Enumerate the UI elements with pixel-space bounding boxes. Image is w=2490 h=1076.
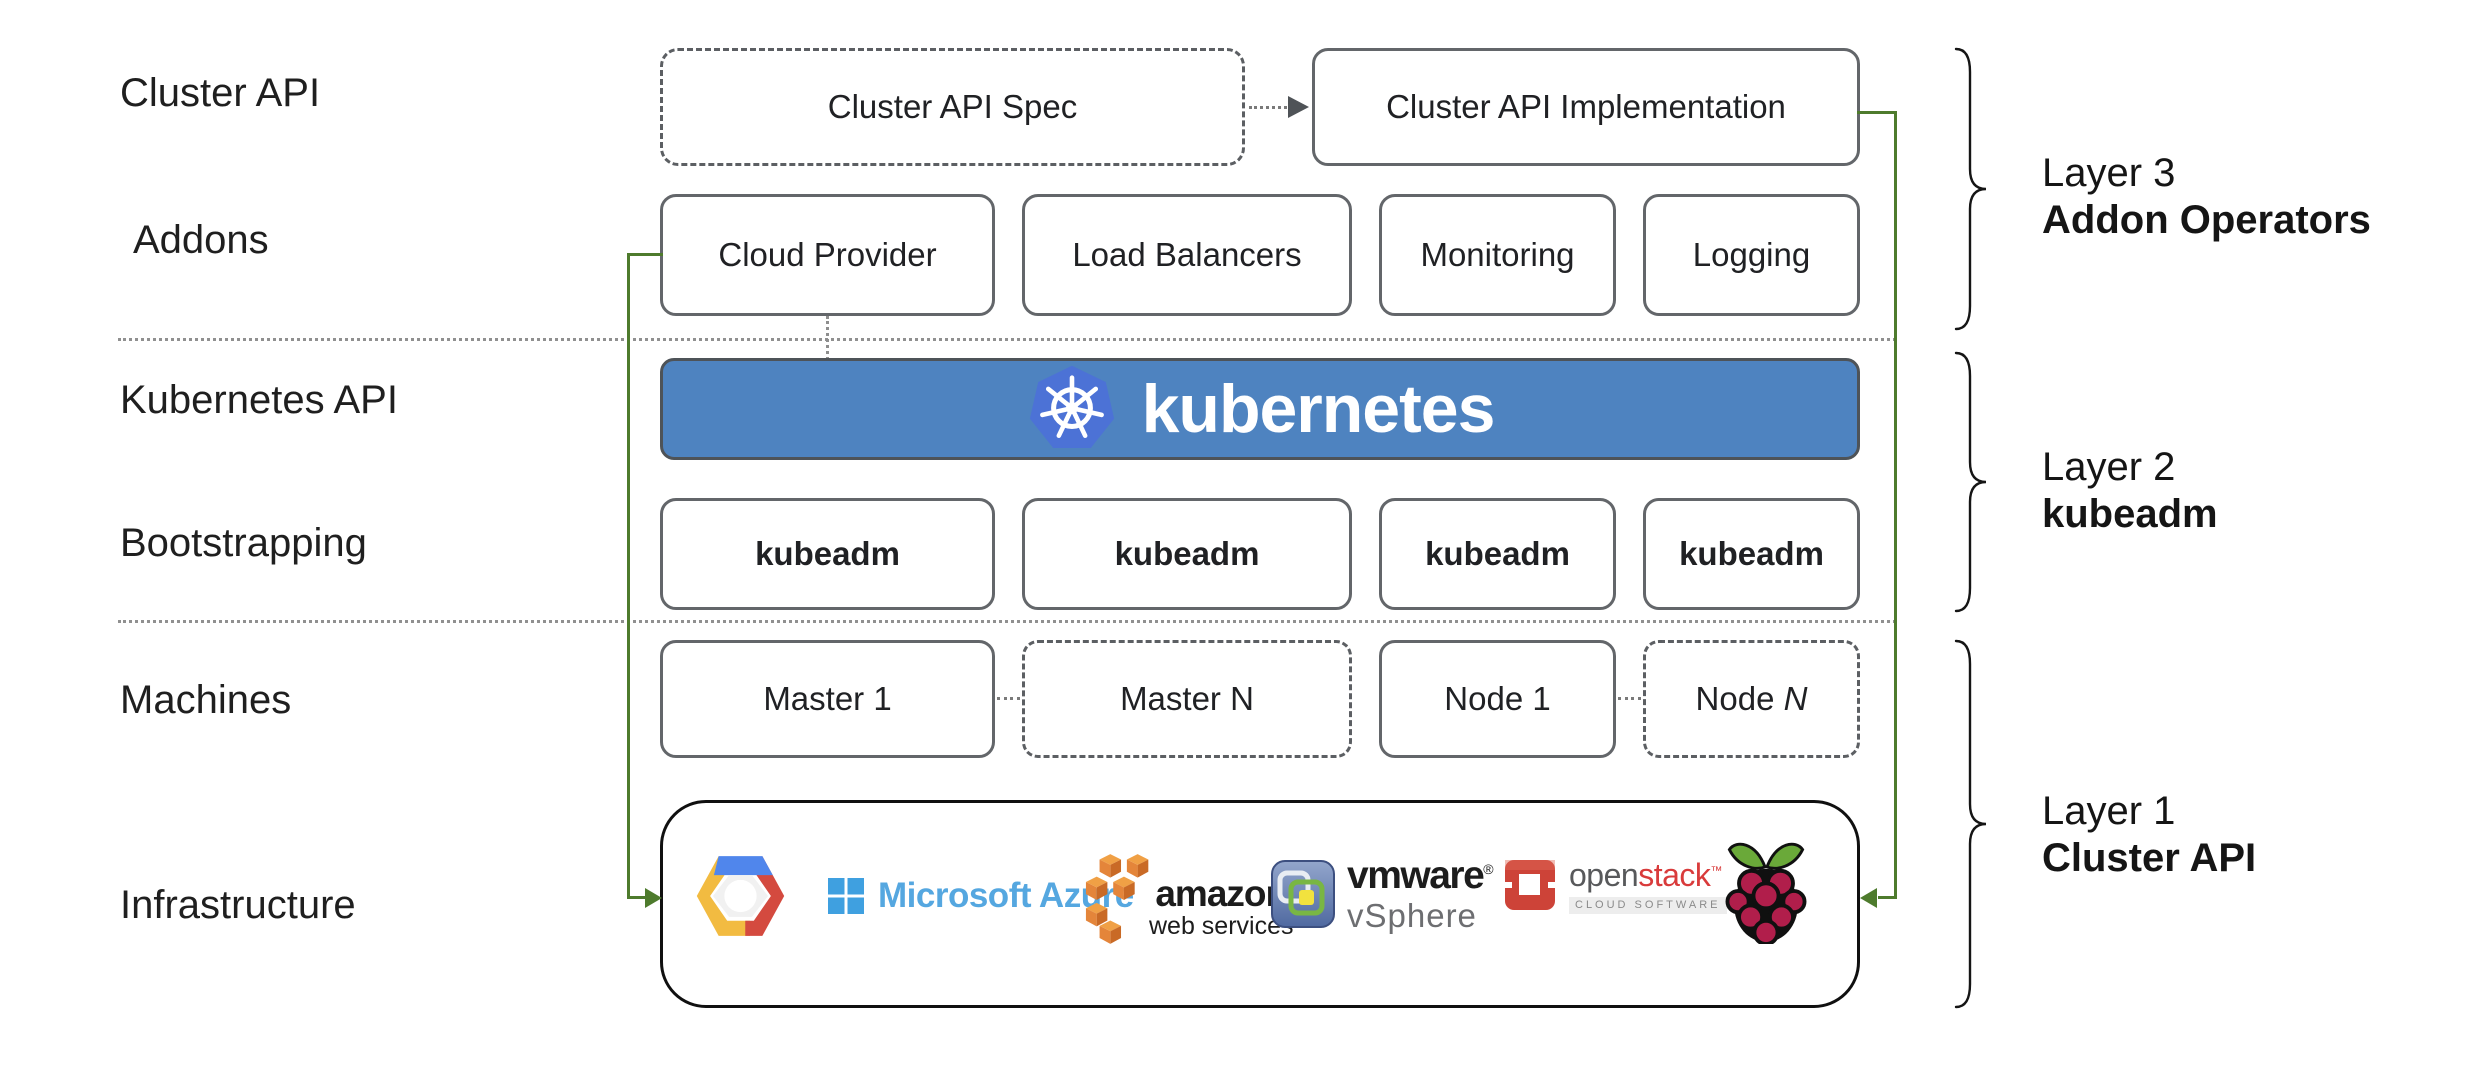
- machine-box-master-n: Master N: [1022, 640, 1352, 758]
- provider-openstack: openstack™ CLOUD SOFTWARE: [1505, 858, 1727, 914]
- cluster-api-implementation-box: Cluster API Implementation: [1312, 48, 1860, 166]
- cluster-api-spec-box: Cluster API Spec: [660, 48, 1245, 166]
- kubeadm-box-2: kubeadm: [1022, 498, 1352, 610]
- cloud-provider-to-kubernetes-dotted-line: [826, 316, 829, 360]
- green-line-left-bottom: [627, 896, 647, 899]
- addon-box-monitoring: Monitoring: [1379, 194, 1616, 316]
- provider-google-cloud: [693, 850, 788, 942]
- machine-box-node-n: Node N: [1643, 640, 1860, 758]
- vmware-registered-mark: ®: [1483, 861, 1493, 877]
- layer1-subtitle: Cluster API: [2042, 836, 2257, 880]
- layer2-subtitle: kubeadm: [2042, 492, 2218, 536]
- row-label-addons: Addons: [133, 218, 269, 262]
- green-line-left-vertical: [627, 253, 630, 899]
- kubernetes-banner: kubernetes: [660, 358, 1860, 460]
- green-line-implementation-horizontal: [1857, 111, 1897, 114]
- layer1-title: Layer 1: [2042, 789, 2176, 833]
- openstack-icon: [1505, 860, 1555, 910]
- layer3-brace-icon: [1954, 47, 1987, 331]
- windows-flag-icon: [828, 878, 864, 914]
- separator-layer2-layer1: [118, 620, 1896, 623]
- separator-layer3-layer2: [118, 338, 1896, 341]
- node-n-suffix: N: [1783, 680, 1808, 717]
- addon-box-load-balancers: Load Balancers: [1022, 194, 1352, 316]
- addon-box-cloud-provider: Cloud Provider: [660, 194, 995, 316]
- kubernetes-banner-label: kubernetes: [1141, 371, 1496, 447]
- vmware-icon: [1271, 860, 1335, 928]
- kubernetes-logo-icon: [1029, 365, 1114, 449]
- provider-aws: amazon web services: [1083, 854, 1294, 946]
- aws-label-web-services: web services: [1149, 912, 1294, 940]
- vmware-label: vmware®: [1347, 854, 1494, 897]
- openstack-label: openstack™: [1569, 856, 1722, 893]
- vsphere-label: vSphere: [1347, 897, 1477, 934]
- green-arrow-into-infra-left-icon: [645, 888, 662, 908]
- layer3-subtitle: Addon Operators: [2042, 198, 2371, 242]
- aws-label-amazon: amazon: [1155, 873, 1288, 914]
- provider-vmware-vsphere: vmware® vSphere: [1271, 854, 1494, 934]
- layer3-title: Layer 3: [2042, 151, 2176, 195]
- provider-raspberry-pi: ®: [1722, 838, 1810, 944]
- addon-box-logging: Logging: [1643, 194, 1860, 316]
- openstack-subtitle: CLOUD SOFTWARE: [1569, 896, 1727, 914]
- kubeadm-box-4: kubeadm: [1643, 498, 1860, 610]
- openstack-trademark: ™: [1710, 862, 1722, 877]
- layer2-label: Layer 2 kubeadm: [2042, 444, 2218, 538]
- aws-cubes-icon: [1085, 854, 1149, 944]
- kubeadm-box-1: kubeadm: [660, 498, 995, 610]
- green-line-right-bottom: [1878, 896, 1896, 899]
- layer2-title: Layer 2: [2042, 445, 2176, 489]
- machine-box-master-1: Master 1: [660, 640, 995, 758]
- layer1-label: Layer 1 Cluster API: [2042, 788, 2256, 882]
- raspberry-pi-icon: [1725, 842, 1807, 944]
- row-label-kubernetes-api: Kubernetes API: [120, 378, 398, 422]
- row-label-cluster-api: Cluster API: [120, 71, 321, 115]
- green-line-cloudprovider-horizontal: [627, 253, 663, 256]
- node-n-prefix: Node: [1695, 680, 1775, 717]
- master-dotted-connector: [997, 697, 1020, 700]
- layer3-label: Layer 3 Addon Operators: [2042, 150, 2371, 244]
- kubeadm-box-3: kubeadm: [1379, 498, 1616, 610]
- row-label-machines: Machines: [120, 678, 292, 722]
- row-label-bootstrapping: Bootstrapping: [120, 521, 367, 565]
- green-line-right-vertical: [1894, 111, 1897, 899]
- machine-box-node-1: Node 1: [1379, 640, 1616, 758]
- layer2-brace-icon: [1954, 351, 1987, 613]
- row-label-infrastructure: Infrastructure: [120, 883, 356, 927]
- spec-to-impl-dotted-line: [1249, 106, 1287, 109]
- layer1-brace-icon: [1954, 639, 1987, 1009]
- google-cloud-icon: [696, 856, 785, 936]
- green-arrow-into-infra-right-icon: [1860, 888, 1877, 908]
- node-dotted-connector: [1618, 697, 1641, 700]
- spec-to-impl-arrow-icon: [1288, 96, 1309, 118]
